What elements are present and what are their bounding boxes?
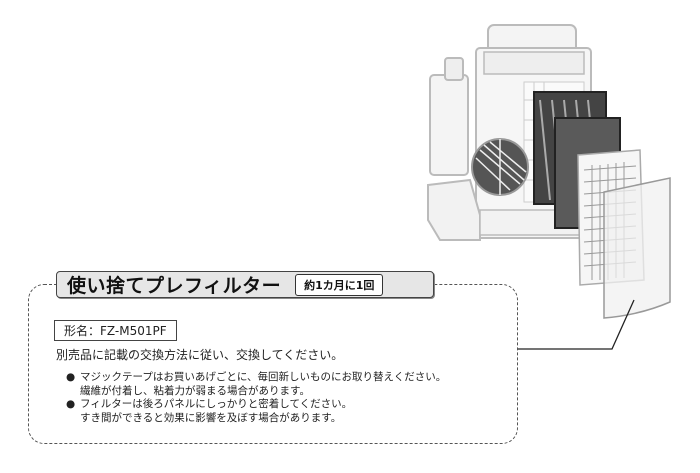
air-purifier-illustration bbox=[427, 24, 671, 319]
notes-list: ● マジックテープはお買いあげごとに、毎回新しいものにお取り替えください。 繊維… bbox=[66, 371, 446, 425]
note-line: 繊維が付着し、粘着力が弱まる場合があります。 bbox=[80, 384, 310, 397]
replacement-description: 別売品に記載の交換方法に従い、交換してください。 bbox=[56, 348, 344, 362]
note-line: すき間ができると効果に影響を及ぼす場合があります。 bbox=[80, 411, 342, 424]
note-item: ● フィルターは後ろパネルにしっかりと密着してください。 すき間ができると効果に… bbox=[66, 398, 446, 425]
panel-title: 使い捨てプレフィルター bbox=[67, 275, 282, 297]
frequency-badge: 約1カ月に1回 bbox=[295, 273, 384, 296]
bullet-icon: ● bbox=[66, 371, 76, 383]
note-item: ● マジックテープはお買いあげごとに、毎回新しいものにお取り替えください。 繊維… bbox=[66, 371, 446, 398]
bullet-icon: ● bbox=[66, 398, 76, 410]
title-tab: 使い捨てプレフィルター 約1カ月に1回 bbox=[56, 271, 434, 298]
note-line: マジックテープはお買いあげごとに、毎回新しいものにお取り替えください。 bbox=[80, 371, 447, 383]
model-number-label: 形名：FZ-M501PF bbox=[54, 320, 177, 341]
note-line: フィルターは後ろパネルにしっかりと密着してください。 bbox=[80, 398, 353, 410]
